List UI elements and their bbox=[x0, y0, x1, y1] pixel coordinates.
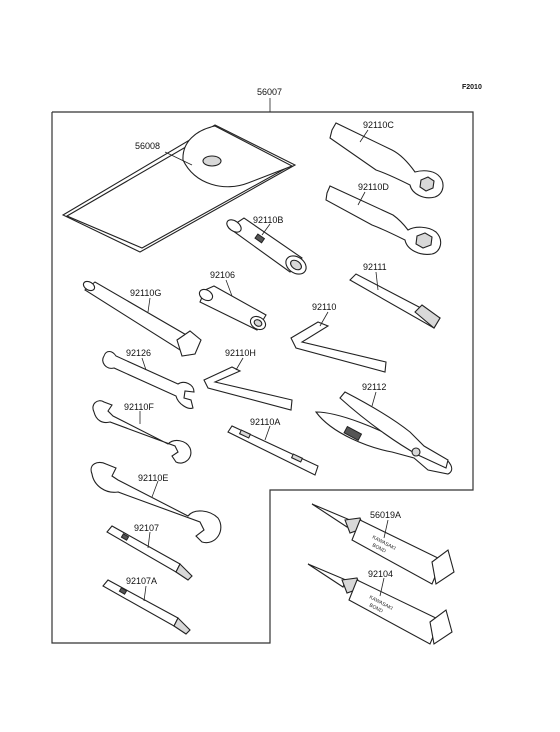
leader-56008 bbox=[164, 151, 193, 166]
leader-92106 bbox=[225, 279, 233, 297]
label-92110f: 92110F bbox=[124, 402, 154, 412]
open-wrench-92110e bbox=[90, 461, 222, 544]
label-92110a: 92110A bbox=[250, 417, 281, 427]
label-56019a: 56019A bbox=[370, 510, 402, 520]
ring-wrench-92110c bbox=[329, 122, 444, 199]
leader-92107a bbox=[143, 585, 147, 602]
leader-92110c bbox=[359, 129, 369, 143]
grease-tube-56019a: KAWASAKI BOND bbox=[311, 503, 455, 585]
hex-key-92110 bbox=[290, 321, 387, 373]
label-92107a: 92107A bbox=[126, 576, 158, 586]
open-wrench-92126 bbox=[102, 350, 195, 409]
screwdriver-92107a bbox=[102, 579, 191, 635]
label-92110b: 92110B bbox=[253, 215, 284, 225]
label-92111: 92111 bbox=[363, 262, 387, 272]
leader-92110g bbox=[147, 297, 151, 313]
tool-pouch-illustration bbox=[61, 124, 297, 253]
leader-92111 bbox=[375, 271, 379, 291]
extension-bar-92110g bbox=[82, 280, 202, 357]
leader-92126 bbox=[141, 357, 147, 371]
label-92110: 92110 bbox=[312, 302, 337, 312]
grease-tube-92104: KAWASAKI BOND bbox=[307, 563, 453, 645]
figure-code: F2010 bbox=[462, 84, 482, 91]
leader-56019a bbox=[383, 519, 389, 539]
leader-92110a bbox=[264, 425, 271, 441]
label-92104: 92104 bbox=[368, 569, 394, 579]
flat-spanner-92110a bbox=[227, 425, 319, 476]
leader-92107 bbox=[147, 531, 151, 549]
label-92110h: 92110H bbox=[225, 348, 256, 358]
label-92112: 92112 bbox=[362, 382, 387, 392]
screwdriver-92107 bbox=[106, 525, 193, 581]
open-wrench-92110f bbox=[92, 400, 192, 464]
leader-92110 bbox=[319, 311, 329, 327]
leader-92110d bbox=[357, 191, 366, 206]
label-92107: 92107 bbox=[134, 523, 160, 533]
label-56008: 56008 bbox=[135, 141, 161, 151]
leader-92104 bbox=[379, 577, 385, 597]
leader-92110e bbox=[151, 480, 159, 498]
label-92110e: 92110E bbox=[138, 473, 169, 483]
bar-92111 bbox=[349, 273, 441, 329]
pliers-92112 bbox=[314, 391, 453, 475]
label-92110g: 92110G bbox=[130, 288, 162, 298]
kit-frame bbox=[51, 111, 474, 644]
ring-wrench-92110d bbox=[325, 185, 442, 255]
leader-92110h bbox=[235, 357, 244, 371]
label-92126: 92126 bbox=[126, 348, 152, 358]
label-56007: 56007 bbox=[257, 87, 283, 97]
socket-92106 bbox=[198, 285, 267, 331]
label-92110d: 92110D bbox=[358, 182, 389, 192]
label-92106: 92106 bbox=[210, 270, 236, 280]
hex-key-92110h bbox=[203, 366, 293, 411]
box-spanner-92110b bbox=[226, 217, 307, 275]
leader-92110b bbox=[261, 223, 271, 236]
leader-92112 bbox=[371, 391, 377, 407]
label-92110c: 92110C bbox=[363, 120, 394, 130]
